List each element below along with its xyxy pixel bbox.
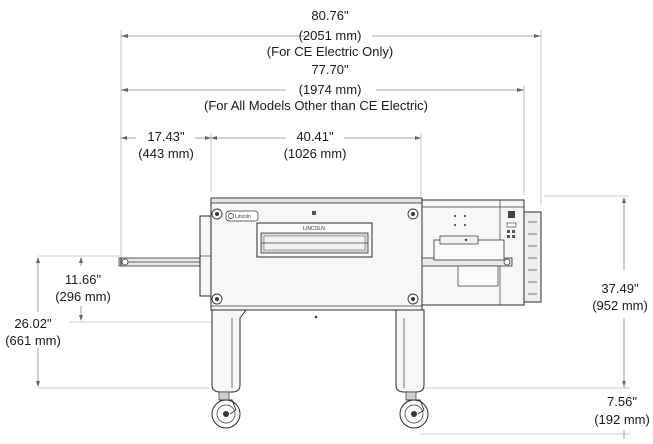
dim-left-conveyor-mm: (443 mm) bbox=[138, 146, 194, 161]
dim-conveyor-height-inches: 11.66" bbox=[65, 272, 102, 287]
dim-overall-other-mm: (1974 mm) bbox=[299, 82, 362, 97]
dim-left-conveyor: 17.43" (443 mm) bbox=[121, 129, 211, 161]
dim-oven-width: 40.41" (1026 mm) bbox=[211, 129, 421, 161]
window-label: LINCOLN bbox=[303, 226, 325, 232]
dim-floor-to-conveyor-inches: 26.02" bbox=[14, 316, 52, 331]
brand-logo-text: Lincoln bbox=[235, 214, 251, 220]
dim-total-height-inches: 37.49" bbox=[601, 281, 639, 296]
dim-floor-to-conveyor: 26.02" (661 mm) bbox=[5, 257, 61, 387]
dim-overall-other: 77.70" (1974 mm) (For All Models Other t… bbox=[121, 62, 524, 113]
dim-total-height-mm: (952 mm) bbox=[592, 298, 648, 313]
dim-overall-ce: 80.76" (2051 mm) (For CE Electric Only) bbox=[121, 8, 541, 59]
oven-window: LINCOLN bbox=[256, 222, 373, 258]
dim-overall-ce-note: (For CE Electric Only) bbox=[267, 44, 393, 59]
dim-overall-ce-inches: 80.76" bbox=[311, 8, 349, 23]
left-conveyor bbox=[118, 257, 212, 267]
dim-conveyor-height: 11.66" (296 mm) bbox=[55, 257, 111, 321]
dim-left-conveyor-inches: 17.43" bbox=[147, 129, 185, 144]
dim-leg-height: 7.56" (192 mm) bbox=[594, 378, 650, 439]
dim-overall-ce-mm: (2051 mm) bbox=[299, 28, 362, 43]
oven-body: Lincoln LINCOLN bbox=[210, 197, 423, 319]
right-caster bbox=[399, 391, 429, 429]
dim-floor-to-conveyor-mm: (661 mm) bbox=[5, 333, 61, 348]
dim-leg-height-mm: (192 mm) bbox=[594, 412, 650, 427]
dim-oven-width-mm: (1026 mm) bbox=[284, 146, 347, 161]
oven-stand bbox=[211, 309, 429, 429]
dim-conveyor-height-mm: (296 mm) bbox=[55, 289, 111, 304]
dim-overall-other-inches: 77.70" bbox=[311, 62, 349, 77]
dim-overall-other-note: (For All Models Other than CE Electric) bbox=[204, 98, 428, 113]
right-conveyor bbox=[421, 235, 513, 287]
dim-leg-height-inches: 7.56" bbox=[607, 394, 637, 409]
left-caster bbox=[211, 391, 241, 429]
dim-total-height: 37.49" (952 mm) bbox=[592, 197, 648, 387]
oven-drawing: Lincoln LINCOLN bbox=[118, 197, 542, 429]
brand-logo: Lincoln bbox=[225, 210, 259, 222]
dim-oven-width-inches: 40.41" bbox=[296, 129, 334, 144]
